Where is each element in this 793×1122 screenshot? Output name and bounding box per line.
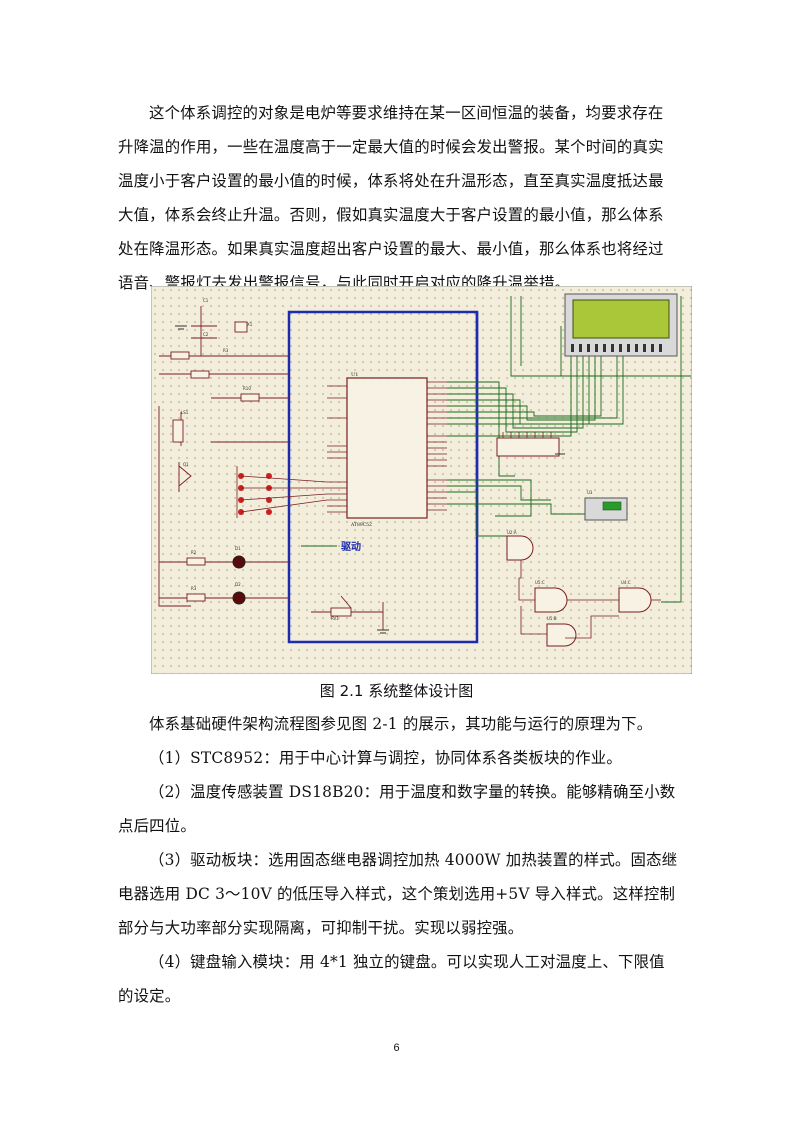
svg-text:C1: C1 bbox=[203, 298, 209, 303]
mcu-chip-label: U1 bbox=[351, 372, 358, 378]
mcu-chip bbox=[346, 377, 428, 519]
text-line: 升降温的作用，一些在温度高于一定最大值的时候会发出警报。某个时间的真实 bbox=[118, 138, 664, 156]
lcd-screen bbox=[572, 299, 670, 339]
page-number: 6 bbox=[393, 1042, 400, 1054]
figure-caption: 图 2.1 系统整体设计图 bbox=[319, 682, 474, 700]
text-line: 温度小于客户设置的最小值的时候，体系将处在升温形态，直至真实温度抵达最 bbox=[118, 172, 664, 190]
resistor-pack bbox=[496, 437, 560, 457]
logic-gate bbox=[546, 623, 577, 647]
text-line: 点后四位。 bbox=[118, 817, 196, 835]
body-paragraph: 体系基础硬件架构流程图参见图 2-1 的展示，其功能与运行的原理为下。 bbox=[118, 707, 688, 741]
schematic-svg: U1 AT89C52 bbox=[150, 285, 693, 675]
drive-label: 驱动 bbox=[341, 540, 361, 553]
svg-text:RV1: RV1 bbox=[331, 616, 339, 621]
text-line: 这个体系调控的对象是电炉等要求维持在某一区间恒温的装备，均要求存在 bbox=[149, 104, 664, 122]
text-line: （2）温度传感装置 DS18B20：用于温度和数字量的转换。能够精确至小数 bbox=[149, 783, 676, 801]
text-line: 部分与大功率部分实现隔离，可抑制干扰。实现以弱控强。 bbox=[118, 919, 524, 937]
text-line: 大值，体系会终止升温。否则，假如真实温度大于客户设置的最小值，那么体系 bbox=[118, 206, 664, 224]
intro-paragraph: 这个体系调控的对象是电炉等要求维持在某一区间恒温的装备，均要求存在 升降温的作用… bbox=[118, 96, 688, 300]
svg-text:D2: D2 bbox=[235, 582, 241, 587]
text-line: 处在降温形态。如果真实温度超出客户设置的最大、最小值，那么体系也将经过 bbox=[118, 240, 664, 258]
svg-text:LS1: LS1 bbox=[181, 410, 189, 415]
svg-text:U3: U3 bbox=[587, 490, 593, 495]
text-line: （4）键盘输入模块：用 4*1 独立的键盘。可以实现人工对温度上、下限值 bbox=[149, 953, 665, 971]
text-line: （3）驱动板块：选用固态继电器调控加热 4000W 加热装置的样式。固态继 bbox=[149, 851, 678, 869]
svg-text:U5:B: U5:B bbox=[547, 616, 557, 621]
svg-text:D1: D1 bbox=[235, 546, 241, 551]
text-line: 的设定。 bbox=[118, 987, 181, 1005]
svg-text:R10: R10 bbox=[243, 386, 251, 391]
logic-gate bbox=[506, 535, 534, 561]
body-paragraph: （1）STC8952：用于中心计算与调控，协同体系各类板块的作业。 bbox=[118, 741, 688, 775]
led bbox=[232, 555, 246, 569]
text-line: 电器选用 DC 3～10V 的低压导入样式，这个策划选用+5V 导入样式。这样控… bbox=[118, 885, 676, 903]
body-paragraph: （4）键盘输入模块：用 4*1 独立的键盘。可以实现人工对温度上、下限值 的设定… bbox=[118, 945, 688, 1013]
svg-text:R3: R3 bbox=[191, 586, 197, 591]
svg-text:R3: R3 bbox=[223, 348, 229, 353]
logic-gate bbox=[618, 587, 652, 613]
led bbox=[232, 591, 246, 605]
text-line: 体系基础硬件架构流程图参见图 2-1 的展示，其功能与运行的原理为下。 bbox=[149, 715, 653, 733]
svg-text:U4:C: U4:C bbox=[621, 580, 631, 585]
svg-text:C2: C2 bbox=[203, 332, 209, 337]
text-line: （1）STC8952：用于中心计算与调控，协同体系各类板块的作业。 bbox=[149, 749, 622, 767]
svg-text:Q1: Q1 bbox=[183, 462, 189, 467]
body-paragraph: （3）驱动板块：选用固态继电器调控加热 4000W 加热装置的样式。固态继 电器… bbox=[118, 843, 688, 945]
circuit-schematic-figure: U1 AT89C52 bbox=[150, 285, 693, 675]
body-paragraph: （2）温度传感装置 DS18B20：用于温度和数字量的转换。能够精确至小数 点后… bbox=[118, 775, 688, 843]
svg-text:U5:C: U5:C bbox=[535, 580, 545, 585]
logic-gate bbox=[534, 587, 568, 613]
mcu-chip-part: AT89C52 bbox=[350, 522, 372, 528]
svg-text:X1: X1 bbox=[247, 322, 253, 327]
svg-text:U2:A: U2:A bbox=[507, 530, 517, 535]
svg-text:R2: R2 bbox=[191, 550, 197, 555]
